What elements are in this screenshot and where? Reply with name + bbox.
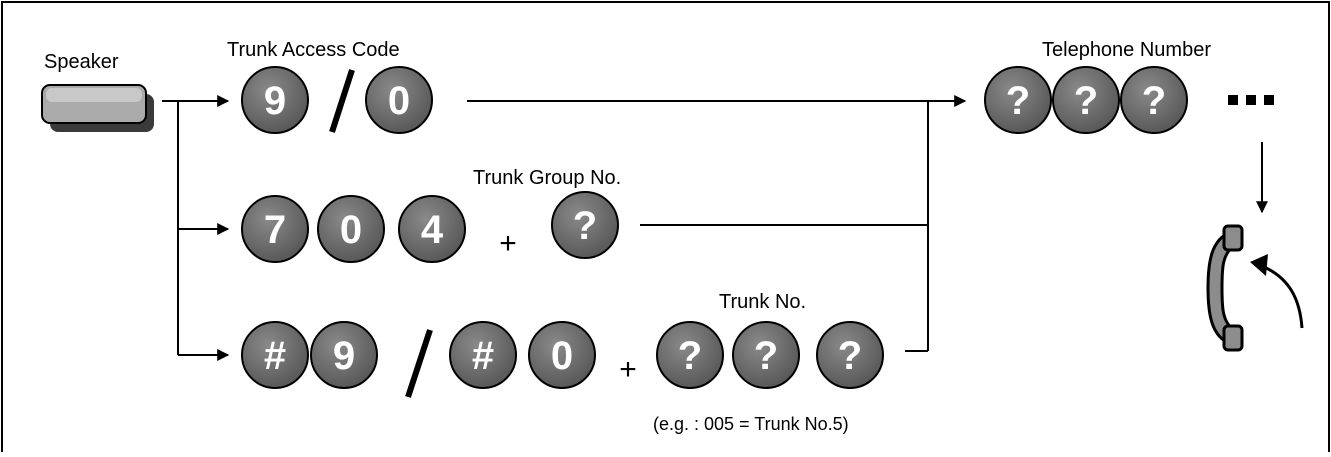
svg-text:4: 4 — [421, 208, 444, 252]
trunk-group-key[interactable]: ? — [551, 191, 619, 259]
svg-text:0: 0 — [340, 208, 362, 252]
trunk-no-key[interactable]: ? — [656, 321, 724, 389]
plus-sign: + — [619, 353, 637, 386]
tel-digit-key[interactable]: ? — [1052, 66, 1120, 134]
trunk-no-key[interactable]: ? — [816, 321, 884, 389]
telephone-number-label: Telephone Number — [1042, 39, 1211, 61]
handset-icon — [1206, 224, 1244, 352]
key-0[interactable]: 0 — [528, 321, 596, 389]
slash-separator — [329, 69, 355, 133]
key-4[interactable]: 4 — [398, 195, 466, 263]
svg-text:?: ? — [1006, 79, 1030, 123]
trunk-no-key[interactable]: ? — [732, 321, 800, 389]
trunk-group-label: Trunk Group No. — [473, 167, 621, 189]
speaker-label: Speaker — [44, 51, 119, 73]
svg-text:7: 7 — [264, 208, 286, 252]
svg-text:?: ? — [754, 334, 778, 378]
svg-text:?: ? — [573, 204, 597, 248]
svg-text:#: # — [472, 334, 494, 378]
speaker-button-icon[interactable] — [41, 84, 154, 132]
svg-text:0: 0 — [551, 334, 573, 378]
plus-sign: + — [499, 227, 517, 260]
svg-text:?: ? — [1142, 79, 1166, 123]
svg-text:?: ? — [1074, 79, 1098, 123]
svg-text:#: # — [264, 334, 286, 378]
example-note: (e.g. : 005 = Trunk No.5) — [653, 414, 849, 434]
key-0[interactable]: 0 — [365, 66, 433, 134]
key-0[interactable]: 0 — [317, 195, 385, 263]
lift-arrow-icon — [1250, 254, 1304, 329]
tel-digit-key[interactable]: ? — [1120, 66, 1188, 134]
ellipsis-dots — [1228, 95, 1274, 105]
svg-text:9: 9 — [264, 79, 286, 123]
key-hash[interactable]: # — [449, 321, 517, 389]
tel-digit-key[interactable]: ? — [984, 66, 1052, 134]
key-9[interactable]: 9 — [310, 321, 378, 389]
slash-separator — [405, 329, 433, 398]
trunk-access-code-label: Trunk Access Code — [227, 39, 400, 61]
svg-text:?: ? — [678, 334, 702, 378]
key-hash[interactable]: # — [241, 321, 309, 389]
svg-text:?: ? — [838, 334, 862, 378]
flow-lines — [162, 95, 1268, 361]
key-7[interactable]: 7 — [241, 195, 309, 263]
key-9[interactable]: 9 — [241, 66, 309, 134]
trunk-no-label: Trunk No. — [719, 291, 806, 313]
svg-text:0: 0 — [388, 79, 410, 123]
svg-text:9: 9 — [333, 334, 355, 378]
